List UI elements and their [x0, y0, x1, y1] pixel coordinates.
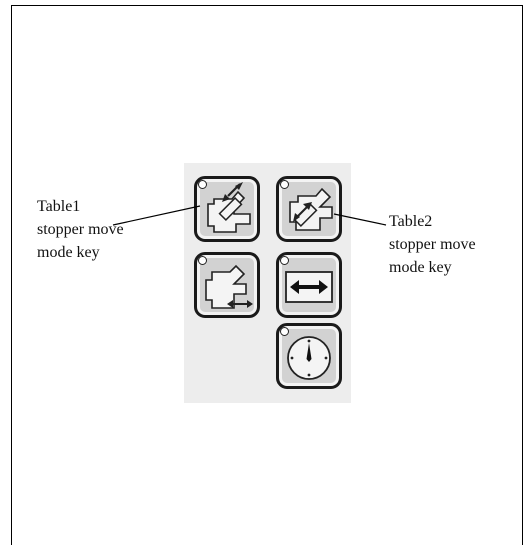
table2-label: Table2 stopper move mode key [389, 210, 476, 279]
table2-stopper-move-icon [289, 187, 333, 231]
indicator-led [280, 256, 289, 265]
table-slide-key[interactable] [194, 252, 260, 318]
table1-label: Table1 stopper move mode key [37, 195, 124, 264]
indicator-led [280, 180, 289, 189]
table2-label-line3: mode key [389, 259, 452, 276]
indicator-led [198, 180, 207, 189]
table2-stopper-move-mode-key[interactable] [276, 176, 342, 242]
table2-label-line1: Table2 [389, 213, 433, 230]
table1-stopper-move-mode-key[interactable] [194, 176, 260, 242]
indicator-led [198, 256, 207, 265]
dial-key[interactable] [276, 323, 342, 389]
page-frame [11, 5, 523, 545]
indicator-led [280, 327, 289, 336]
table2-label-line2: stopper move [389, 236, 476, 253]
table1-label-line1: Table1 [37, 198, 81, 215]
table1-label-line3: mode key [37, 244, 100, 261]
table-slide-icon [205, 264, 253, 309]
horizontal-move-key[interactable] [276, 252, 342, 318]
table1-label-line2: stopper move [37, 221, 124, 238]
table1-stopper-move-icon [207, 182, 251, 233]
dial-icon [287, 336, 331, 380]
double-arrow-icon [285, 271, 333, 303]
